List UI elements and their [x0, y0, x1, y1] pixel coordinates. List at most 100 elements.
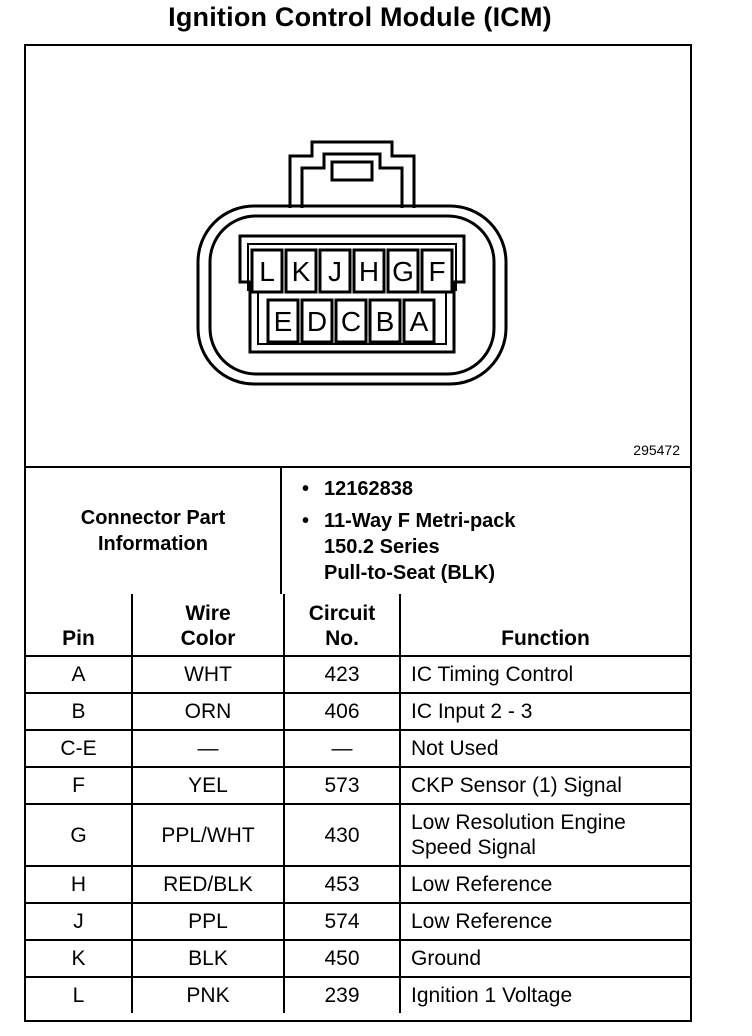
table-row: C-E — — Not Used — [26, 729, 690, 768]
figure-number: 295472 — [633, 442, 680, 458]
pin-cell: G — [26, 803, 133, 867]
circuit-cell: 423 — [283, 655, 401, 694]
table-row: F YEL 573 CKP Sensor (1) Signal — [26, 766, 690, 805]
locking-tab-latch — [330, 160, 374, 182]
part-info-list: • 12162838 • 11-Way F Metri-pack 150.2 S… — [300, 476, 680, 592]
wire-color-cell: WHT — [131, 655, 285, 694]
function-cell: Not Used — [399, 729, 690, 768]
function-cell: Ignition 1 Voltage — [399, 976, 690, 1013]
table-row: K BLK 450 Ground — [26, 939, 690, 978]
pin-label-h: H — [359, 256, 379, 287]
circuit-cell: 239 — [283, 976, 401, 1013]
pin-cell: H — [26, 865, 133, 904]
header-wire-line1: Wire — [185, 602, 231, 625]
header-circuit-line1: Circuit — [308, 602, 376, 625]
wire-color-cell: PNK — [131, 976, 285, 1013]
pin-cell: A — [26, 655, 133, 694]
connector-shell-inner — [208, 214, 496, 376]
table-row: A WHT 423 IC Timing Control — [26, 655, 690, 694]
page-title: Ignition Control Module (ICM) — [168, 2, 552, 32]
pin-label-c: C — [341, 306, 361, 337]
pin-cavity-l — [250, 248, 284, 294]
locking-tab-inner — [300, 152, 404, 208]
pin-cell: B — [26, 692, 133, 731]
wire-color-cell: PPL — [131, 902, 285, 941]
pin-cavity-h — [352, 248, 386, 294]
connector-shell-outer — [196, 204, 508, 386]
pin-label-f: F — [428, 256, 445, 287]
part-description-item: • 11-Way F Metri-pack 150.2 Series Pull-… — [300, 508, 680, 586]
circuit-cell: 450 — [283, 939, 401, 978]
pin-cavity-e — [266, 298, 300, 344]
pin-label-a: A — [410, 306, 429, 337]
table-row: J PPL 574 Low Reference — [26, 902, 690, 941]
pin-cavity-k — [284, 248, 318, 294]
pin-cell: J — [26, 902, 133, 941]
header-circuit-line2: No. — [325, 627, 359, 650]
wire-color-cell: YEL — [131, 766, 285, 805]
part-info-label-line2: Information — [98, 533, 208, 555]
pin-cavity-a — [402, 298, 436, 344]
table-row: L PNK 239 Ignition 1 Voltage — [26, 976, 690, 1013]
pin-label-k: K — [292, 256, 311, 287]
pin-cavity-j — [318, 248, 352, 294]
pin-cavity-d — [300, 298, 334, 344]
pin-cell: K — [26, 939, 133, 978]
wire-color-cell: BLK — [131, 939, 285, 978]
pin-label-e: E — [274, 306, 293, 337]
pin-cell: C-E — [26, 729, 133, 768]
circuit-cell: — — [283, 729, 401, 768]
pin-cell: F — [26, 766, 133, 805]
circuit-cell: 430 — [283, 803, 401, 867]
terminal-cavity-outline — [238, 234, 466, 354]
table-row: B ORN 406 IC Input 2 - 3 — [26, 692, 690, 731]
part-number-item: • 12162838 — [300, 476, 680, 502]
pin-cavity-f — [420, 248, 454, 294]
pinout-header-row: Pin Wire Color Circuit No. Function — [26, 594, 690, 657]
pin-cell: L — [26, 976, 133, 1013]
locking-tab — [288, 140, 416, 208]
header-circuit-no: Circuit No. — [283, 594, 401, 657]
connector-part-info: Connector Part Information • 12162838 • … — [26, 466, 690, 594]
header-pin: Pin — [26, 594, 133, 657]
function-cell: Low Resolution Engine Speed Signal — [399, 803, 690, 867]
pin-label-d: D — [307, 306, 327, 337]
part-description-line3: Pull-to-Seat (BLK) — [324, 562, 496, 584]
part-description-line2: 150.2 Series — [324, 536, 440, 558]
circuit-cell: 574 — [283, 902, 401, 941]
function-cell: IC Timing Control — [399, 655, 690, 694]
circuit-cell: 453 — [283, 865, 401, 904]
bullet-icon: • — [302, 510, 310, 532]
function-cell: Low Reference — [399, 902, 690, 941]
function-line1: Low Resolution Engine — [411, 811, 626, 834]
pin-label-j: J — [328, 256, 342, 287]
pin-label-b: B — [376, 306, 395, 337]
circuit-cell: 573 — [283, 766, 401, 805]
pin-label-l: L — [259, 256, 275, 287]
function-cell: Ground — [399, 939, 690, 978]
table-row: H RED/BLK 453 Low Reference — [26, 865, 690, 904]
part-number: 12162838 — [324, 478, 413, 500]
wire-color-cell: PPL/WHT — [131, 803, 285, 867]
function-cell: Low Reference — [399, 865, 690, 904]
pinout-table: Pin Wire Color Circuit No. Function A WH… — [26, 594, 690, 1013]
table-row: G PPL/WHT 430 Low Resolution Engine Spee… — [26, 803, 690, 867]
header-wire-color: Wire Color — [131, 594, 285, 657]
function-cell: CKP Sensor (1) Signal — [399, 766, 690, 805]
pin-label-g: G — [392, 256, 414, 287]
wire-color-cell: — — [131, 729, 285, 768]
header-function: Function — [399, 594, 690, 657]
part-info-label-line1: Connector Part — [80, 507, 226, 529]
circuit-cell: 406 — [283, 692, 401, 731]
pin-cavity-c — [334, 298, 368, 344]
wire-color-cell: ORN — [131, 692, 285, 731]
bullet-icon: • — [302, 478, 310, 500]
part-description-line1: 11-Way F Metri-pack — [324, 510, 516, 532]
wire-color-cell: RED/BLK — [131, 865, 285, 904]
function-cell: IC Input 2 - 3 — [399, 692, 690, 731]
